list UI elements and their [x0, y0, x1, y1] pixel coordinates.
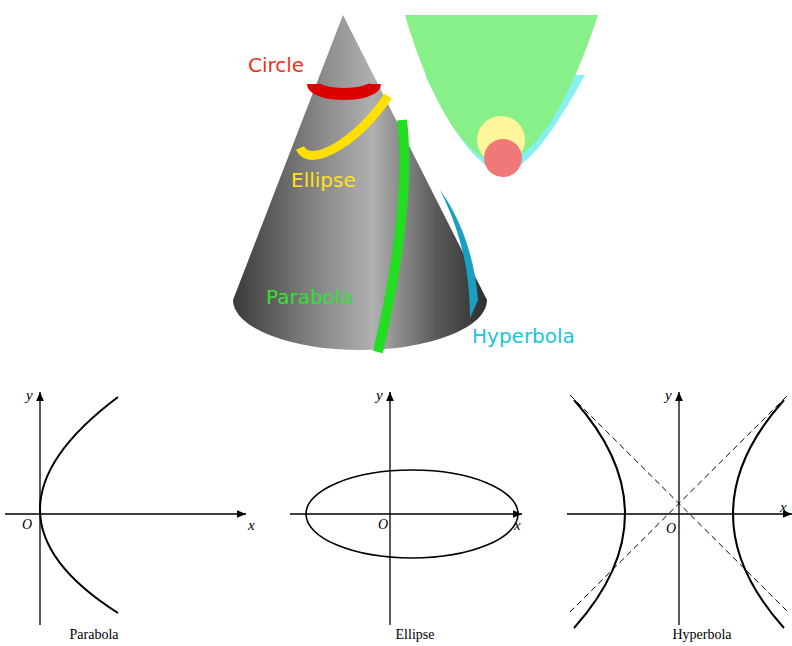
circle-band	[313, 84, 375, 94]
hyperbola-branch	[574, 400, 625, 628]
parabola-curve	[40, 397, 118, 613]
y-axis	[389, 392, 390, 625]
hyperbola-label: Hyperbola	[472, 326, 575, 346]
axis-label: x	[780, 500, 787, 515]
origin-label: O	[378, 518, 388, 532]
ellipse-label: Ellipse	[291, 170, 356, 190]
axis-label: x	[514, 518, 521, 533]
circle-label: Circle	[248, 55, 304, 75]
parabola-band	[378, 120, 404, 352]
plot-caption: Parabola	[70, 628, 119, 642]
ellipse-band	[300, 96, 388, 155]
axis-label: x	[248, 518, 255, 533]
x-axis	[290, 513, 522, 514]
asymptote	[570, 395, 788, 612]
x-axis	[567, 513, 792, 514]
origin-label: O	[22, 518, 32, 532]
plot-caption: Ellipse	[396, 628, 435, 642]
axis-label: y	[26, 388, 33, 403]
origin-label: O	[666, 522, 676, 536]
asymptote	[570, 395, 788, 612]
plot-caption: Hyperbola	[672, 628, 731, 642]
ellipse-curve	[306, 470, 518, 558]
parabola-label: Parabola	[266, 287, 353, 307]
hyperbola-band	[440, 190, 478, 318]
y-axis	[678, 392, 679, 625]
circle-section	[484, 139, 522, 177]
hyperbola-branch	[733, 400, 784, 628]
axis-label: y	[665, 388, 672, 403]
axis-label: y	[376, 388, 383, 403]
